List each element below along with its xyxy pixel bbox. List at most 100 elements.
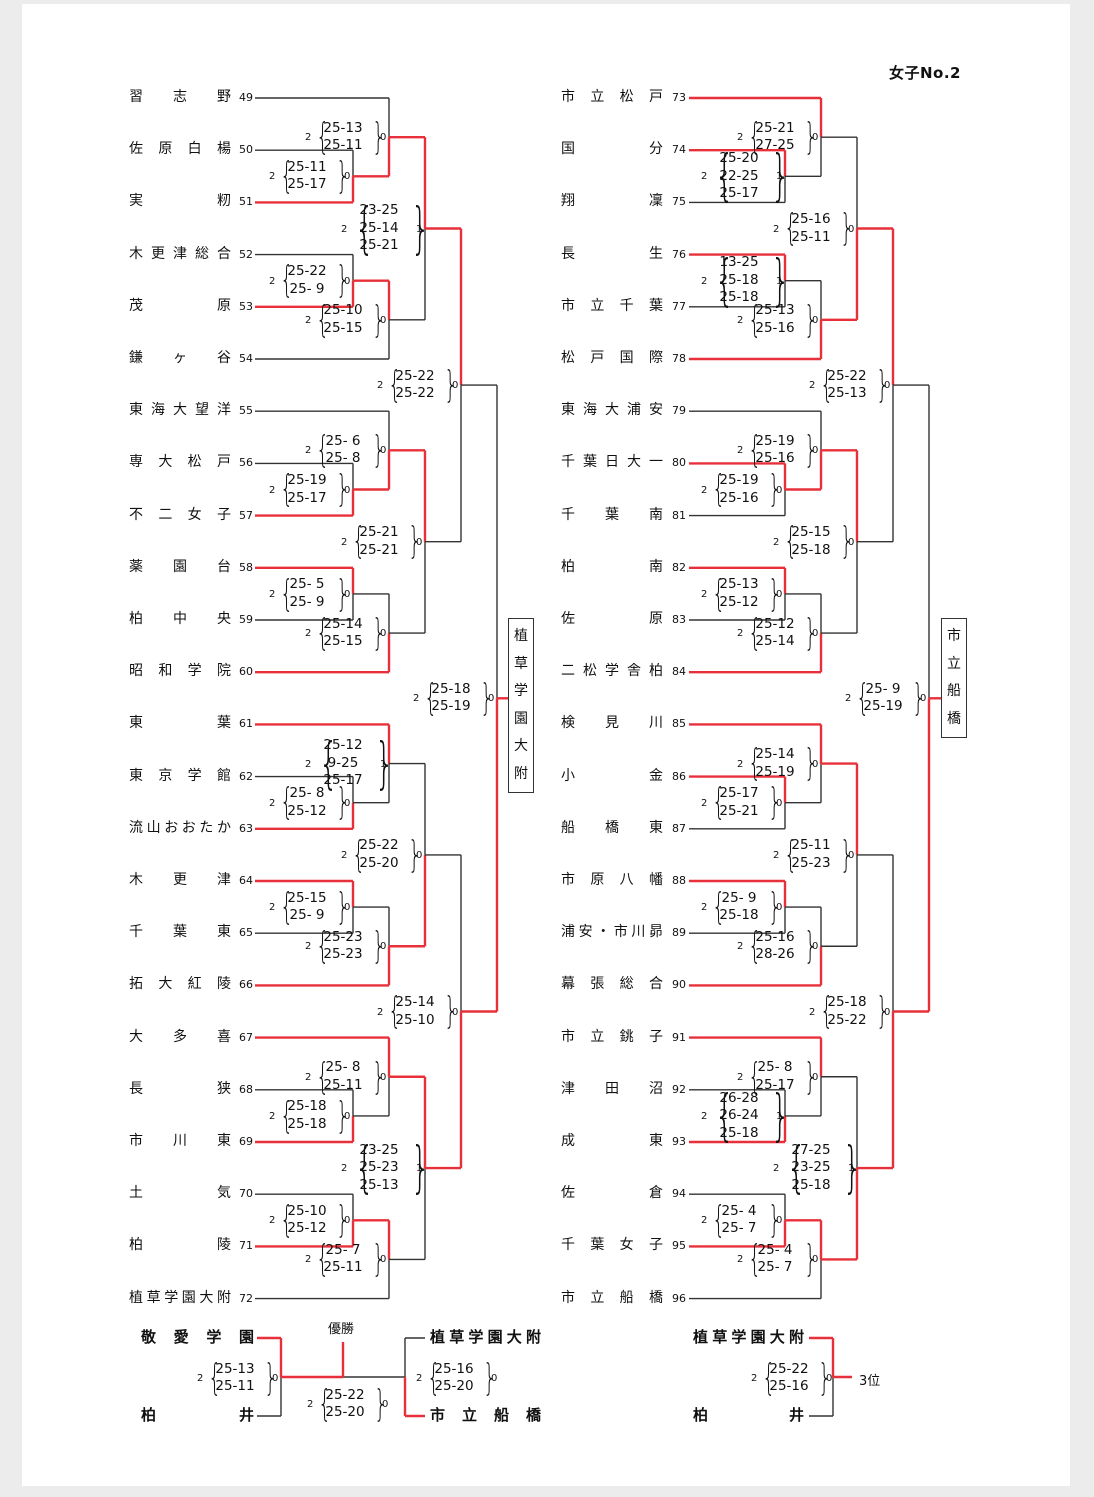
team-name: 市立千葉 — [561, 297, 664, 314]
brace-open: { — [316, 924, 330, 967]
set-score: 23-25 — [359, 1141, 399, 1158]
brace-close: } — [372, 114, 386, 158]
sets-lost: 0 — [416, 849, 423, 861]
set-score: 25-19 — [287, 472, 327, 488]
brace-open: { — [712, 884, 726, 928]
sets-lost: 0 — [812, 1254, 819, 1266]
sets-won: 2 — [701, 588, 708, 600]
team-seed: 83 — [672, 613, 686, 626]
sets-lost: 0 — [826, 1373, 833, 1384]
brace-open: { — [714, 247, 735, 312]
section-winner-box: 市立船橋 — [941, 618, 967, 738]
sets-won: 2 — [701, 484, 708, 496]
set-score: 25-12 — [323, 737, 363, 754]
team-name: 習志野 — [129, 89, 232, 105]
set-score: 25-19 — [755, 432, 795, 449]
brace-open: { — [352, 832, 366, 876]
set-score: 25- 8 — [289, 785, 325, 802]
sets-lost: 0 — [344, 797, 351, 809]
set-score: 9-25 — [327, 754, 359, 771]
brace-open: { — [748, 428, 762, 472]
set-score: 25-11 — [215, 1378, 255, 1394]
sets-won: 2 — [305, 132, 312, 144]
brace-close: } — [804, 924, 818, 967]
team-seed: 57 — [239, 508, 253, 522]
sets-won: 2 — [269, 1110, 276, 1122]
brace-close: } — [374, 730, 395, 795]
team-seed: 52 — [239, 247, 253, 261]
set-score: 25-18 — [827, 994, 867, 1010]
sets-won: 2 — [305, 1071, 312, 1083]
brace-open: { — [280, 258, 294, 302]
sets-won: 2 — [737, 941, 744, 953]
set-score: 25-13 — [827, 385, 867, 402]
team-seed: 81 — [672, 508, 686, 522]
brace-close: } — [264, 1355, 278, 1399]
sets-won: 2 — [701, 1215, 708, 1227]
team-seed: 82 — [672, 560, 686, 574]
team-name: 松戸国際 — [561, 350, 664, 366]
brace-close: } — [336, 780, 350, 824]
sets-lost: 0 — [776, 797, 783, 809]
set-score: 25-23 — [323, 946, 363, 963]
set-score: 25-23 — [323, 928, 363, 945]
brace-close: } — [372, 610, 386, 654]
third-place-team: 柏井 — [693, 1406, 805, 1424]
sets-lost: 0 — [812, 132, 819, 144]
team-seed: 95 — [672, 1239, 686, 1253]
team-name: 専大松戸 — [129, 454, 232, 471]
brace-open: { — [784, 206, 798, 250]
team-name: 東京学館 — [129, 767, 232, 784]
team-name: 長狭 — [129, 1080, 232, 1097]
brace-open: { — [208, 1355, 222, 1399]
set-score: 26-28 — [719, 1089, 759, 1106]
brace-close: } — [336, 258, 350, 302]
team-seed: 93 — [672, 1135, 686, 1148]
sets-lost: 0 — [380, 445, 387, 457]
team-seed: 80 — [672, 456, 686, 470]
team-seed: 77 — [672, 299, 686, 313]
set-score: 25-18 — [719, 907, 759, 924]
brace-close: } — [372, 1054, 386, 1098]
set-score: 25-16 — [434, 1360, 474, 1377]
set-score: 25-18 — [287, 1098, 327, 1115]
team-seed: 68 — [239, 1082, 253, 1096]
sets-won: 2 — [305, 445, 312, 457]
brace-open: { — [280, 1198, 294, 1242]
team-seed: 96 — [672, 1291, 686, 1305]
brace-close: } — [804, 114, 818, 158]
sets-won: 2 — [305, 1254, 312, 1266]
team-name: 市川東 — [129, 1133, 232, 1149]
set-score: 25-13 — [323, 119, 363, 136]
set-score: 25-16 — [755, 319, 795, 336]
team-seed: 55 — [239, 404, 253, 418]
brace-close: } — [840, 206, 854, 250]
set-score: 25-17 — [287, 176, 327, 193]
brace-close: } — [768, 1198, 782, 1242]
set-score: 25- 6 — [325, 432, 361, 449]
set-score: 25- 8 — [325, 1059, 361, 1076]
brace-open: { — [820, 989, 834, 1033]
brace-close: } — [336, 1198, 350, 1242]
